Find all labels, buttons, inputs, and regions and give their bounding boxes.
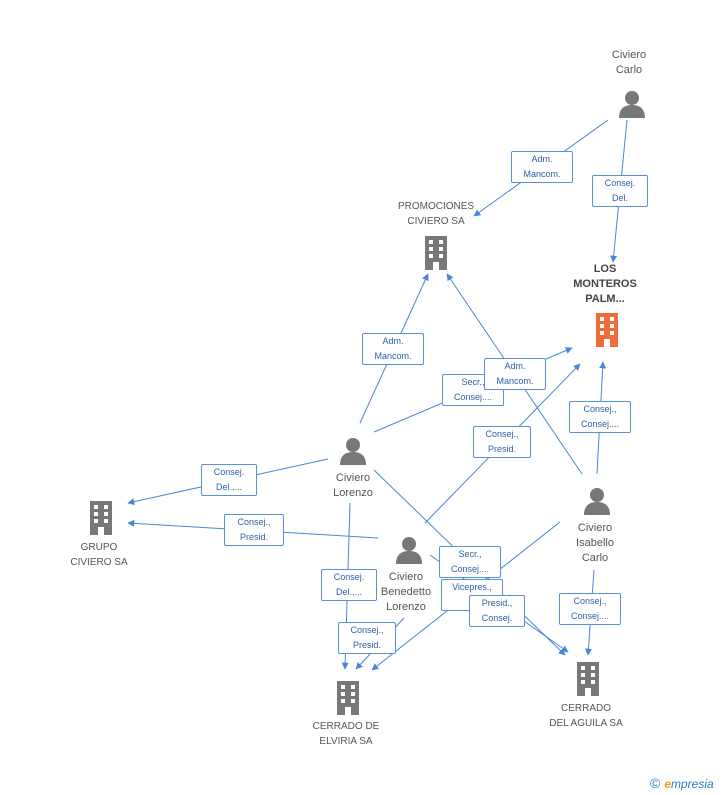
person-label-civiero-isabello[interactable]: Civiero Isabello Carlo — [576, 522, 614, 564]
brand-e: e — [664, 777, 672, 791]
relation-label[interactable]: Consej. Del.,... — [321, 569, 377, 601]
relation-label[interactable]: Presid., Consej. — [469, 595, 525, 627]
building-icon[interactable] — [574, 662, 602, 696]
relation-label[interactable]: Consej., Presid. — [224, 514, 284, 546]
person-icon[interactable] — [617, 90, 647, 118]
relation-label[interactable]: Adm. Mancom. — [484, 358, 546, 390]
relation-label[interactable]: Consej. Del. — [592, 175, 648, 207]
relation-label[interactable]: Consej., Consej.... — [569, 401, 631, 433]
relation-label[interactable]: Consej., Presid. — [473, 426, 531, 458]
company-label-cerrado-elviria[interactable]: CERRADO DE ELVIRIA SA — [312, 721, 380, 747]
copyright-icon: © — [650, 775, 661, 791]
building-icon[interactable] — [334, 681, 362, 715]
person-icon[interactable] — [582, 487, 612, 515]
building-icon[interactable] — [593, 313, 621, 347]
company-label-promociones[interactable]: PROMOCIONES CIVIERO SA — [397, 201, 475, 227]
relation-label[interactable]: Consej. Del.,... — [201, 464, 257, 496]
relation-label[interactable]: Consej., Consej.... — [559, 593, 621, 625]
relation-label[interactable]: Consej., Presid. — [338, 622, 396, 654]
building-icon[interactable] — [422, 236, 450, 270]
person-label-civiero-lorenzo[interactable]: Civiero Lorenzo — [333, 472, 373, 499]
relation-label[interactable]: Adm. Mancom. — [362, 333, 424, 365]
company-label-cerrado-aguila[interactable]: CERRADO DEL AGUILA SA — [549, 703, 623, 729]
building-icon[interactable] — [87, 501, 115, 535]
brand-name: mpresia — [671, 777, 714, 791]
empresia-watermark: ©empresia — [650, 775, 714, 791]
company-label-los-monteros[interactable]: LOS MONTEROS PALM... — [573, 263, 637, 305]
person-label-civiero-benedetto[interactable]: Civiero Benedetto Lorenzo — [380, 571, 432, 613]
person-icon[interactable] — [338, 437, 368, 465]
person-label-civiero-carlo[interactable]: Civiero Carlo — [611, 49, 647, 76]
relation-label[interactable]: Secr., Consej.... — [439, 546, 501, 578]
person-icon[interactable] — [394, 536, 424, 564]
company-label-grupo[interactable]: GRUPO CIVIERO SA — [70, 542, 128, 568]
relation-label[interactable]: Adm. Mancom. — [511, 151, 573, 183]
